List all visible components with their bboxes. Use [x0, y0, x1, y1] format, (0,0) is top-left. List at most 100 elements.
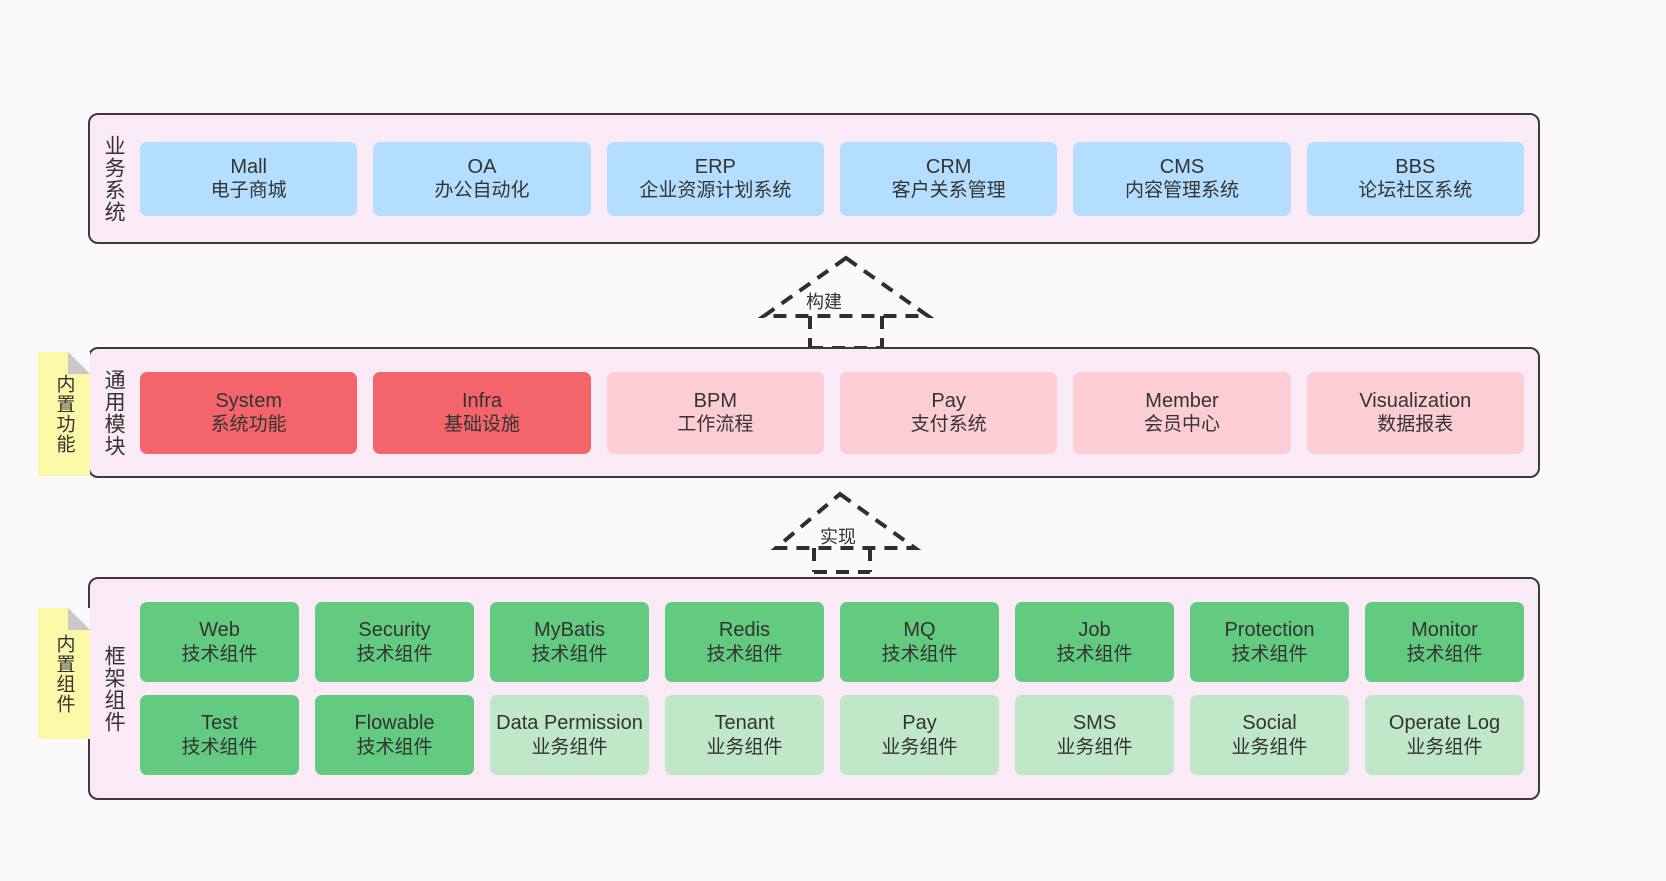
node-subtitle: 技术组件: [706, 643, 783, 665]
node-title: MyBatis: [533, 619, 606, 642]
connector-build-label: 构建: [806, 292, 842, 312]
node-protection[interactable]: Protection 技术组件: [1190, 602, 1349, 682]
node-title: MQ: [903, 619, 936, 642]
node-subtitle: 技术组件: [1406, 643, 1483, 665]
sticky-note-builtin-component[interactable]: 内置组件: [38, 608, 90, 739]
node-title: Web: [199, 619, 240, 642]
node-subtitle: 业务组件: [1056, 736, 1133, 758]
node-subtitle: 会员中心: [1143, 414, 1220, 436]
connector-realize-label: 实现: [820, 527, 856, 547]
node-subtitle: 客户关系管理: [891, 180, 1006, 202]
node-cms[interactable]: CMS 内容管理系统: [1073, 141, 1291, 216]
node-subtitle: 技术组件: [531, 643, 608, 665]
connector-realize-icon: [770, 491, 922, 574]
node-row: Test 技术组件 Flowable 技术组件 Data Permission …: [140, 695, 1524, 775]
node-sms[interactable]: SMS 业务组件: [1015, 695, 1174, 775]
node-title: Pay: [931, 389, 966, 412]
node-title: Mall: [230, 155, 267, 178]
node-title: BBS: [1395, 155, 1436, 178]
node-subtitle: 技术组件: [1231, 643, 1308, 665]
node-subtitle: 企业资源计划系统: [639, 180, 792, 202]
node-title: Operate Log: [1388, 712, 1501, 735]
node-title: SMS: [1072, 712, 1117, 735]
node-subtitle: 业务组件: [1231, 736, 1308, 758]
node-title: Data Permission: [496, 712, 643, 735]
layer-business-system[interactable]: 业务系统 Mall 电子商城 OA 办公自动化 ERP 企业资源计划系统 CRM…: [88, 113, 1540, 244]
node-job[interactable]: Job 技术组件: [1015, 602, 1174, 682]
node-system[interactable]: System 系统功能: [140, 371, 358, 454]
node-subtitle: 电子商城: [210, 180, 287, 202]
node-subtitle: 技术组件: [181, 643, 258, 665]
node-bpm[interactable]: BPM 工作流程: [606, 371, 824, 454]
node-pay-component[interactable]: Pay 业务组件: [840, 695, 999, 775]
node-subtitle: 工作流程: [677, 414, 754, 436]
node-title: Tenant: [714, 712, 775, 735]
node-subtitle: 技术组件: [356, 736, 433, 758]
node-title: CRM: [925, 155, 972, 178]
node-subtitle: 业务组件: [706, 736, 783, 758]
node-title: Visualization: [1359, 389, 1472, 412]
node-title: Member: [1145, 389, 1219, 412]
layer-body-framework: Web 技术组件 Security 技术组件 MyBatis 技术组件 Redi…: [136, 579, 1538, 798]
node-title: BPM: [693, 389, 737, 412]
sticky-note-builtin-function[interactable]: 内置功能: [38, 352, 90, 476]
node-flowable[interactable]: Flowable 技术组件: [315, 695, 474, 775]
node-title: Social: [1242, 712, 1297, 735]
node-web[interactable]: Web 技术组件: [140, 602, 299, 682]
node-oa[interactable]: OA 办公自动化: [373, 141, 591, 216]
layer-title-framework: 框架组件: [102, 644, 126, 733]
node-row: System 系统功能 Infra 基础设施 BPM 工作流程 Pay 支付系统…: [140, 371, 1524, 454]
node-subtitle: 办公自动化: [434, 180, 530, 202]
node-subtitle: 基础设施: [443, 414, 520, 436]
node-data-permission[interactable]: Data Permission 业务组件: [490, 695, 649, 775]
node-visualization[interactable]: Visualization 数据报表: [1306, 371, 1524, 454]
node-title: System: [215, 389, 282, 412]
node-social[interactable]: Social 业务组件: [1190, 695, 1349, 775]
node-title: ERP: [694, 155, 736, 178]
node-crm[interactable]: CRM 客户关系管理: [839, 141, 1058, 216]
node-security[interactable]: Security 技术组件: [315, 602, 474, 682]
layer-body-common: System 系统功能 Infra 基础设施 BPM 工作流程 Pay 支付系统…: [136, 349, 1538, 476]
node-test[interactable]: Test 技术组件: [140, 695, 299, 775]
node-subtitle: 数据报表: [1377, 414, 1454, 436]
node-row: Web 技术组件 Security 技术组件 MyBatis 技术组件 Redi…: [140, 602, 1524, 682]
node-title: OA: [467, 155, 497, 178]
layer-title-common: 通用模块: [102, 368, 126, 457]
node-mall[interactable]: Mall 电子商城: [140, 141, 358, 216]
layer-framework-component[interactable]: 框架组件 Web 技术组件 Security 技术组件 MyBatis 技术组件…: [88, 577, 1540, 800]
node-title: Job: [1078, 619, 1111, 642]
node-member[interactable]: Member 会员中心: [1073, 371, 1291, 454]
node-subtitle: 业务组件: [881, 736, 958, 758]
node-subtitle: 技术组件: [1056, 643, 1133, 665]
node-subtitle: 业务组件: [531, 736, 608, 758]
node-operate-log[interactable]: Operate Log 业务组件: [1365, 695, 1524, 775]
node-subtitle: 论坛社区系统: [1358, 180, 1473, 202]
node-title: Pay: [902, 712, 937, 735]
node-subtitle: 支付系统: [910, 414, 987, 436]
node-pay-module[interactable]: Pay 支付系统: [839, 371, 1058, 454]
node-title: Redis: [718, 619, 771, 642]
node-erp[interactable]: ERP 企业资源计划系统: [606, 141, 824, 216]
layer-title-business: 业务系统: [102, 134, 126, 223]
node-redis[interactable]: Redis 技术组件: [665, 602, 824, 682]
node-title: Security: [358, 619, 431, 642]
node-title: Monitor: [1411, 619, 1478, 642]
node-tenant[interactable]: Tenant 业务组件: [665, 695, 824, 775]
layer-body-business: Mall 电子商城 OA 办公自动化 ERP 企业资源计划系统 CRM 客户关系…: [136, 115, 1538, 242]
node-subtitle: 技术组件: [881, 643, 958, 665]
node-monitor[interactable]: Monitor 技术组件: [1365, 602, 1524, 682]
node-bbs[interactable]: BBS 论坛社区系统: [1306, 141, 1524, 216]
layer-common-module[interactable]: 通用模块 System 系统功能 Infra 基础设施 BPM 工作流程 Pay…: [88, 347, 1540, 478]
node-title: Flowable: [354, 712, 435, 735]
node-subtitle: 业务组件: [1406, 736, 1483, 758]
node-title: CMS: [1159, 155, 1205, 178]
node-mq[interactable]: MQ 技术组件: [840, 602, 999, 682]
node-title: Test: [201, 712, 238, 735]
node-mybatis[interactable]: MyBatis 技术组件: [490, 602, 649, 682]
node-subtitle: 系统功能: [210, 414, 287, 436]
node-title: Infra: [461, 389, 502, 412]
node-subtitle: 技术组件: [181, 736, 258, 758]
node-infra[interactable]: Infra 基础设施: [373, 371, 591, 454]
connector-build-icon: [758, 255, 935, 350]
